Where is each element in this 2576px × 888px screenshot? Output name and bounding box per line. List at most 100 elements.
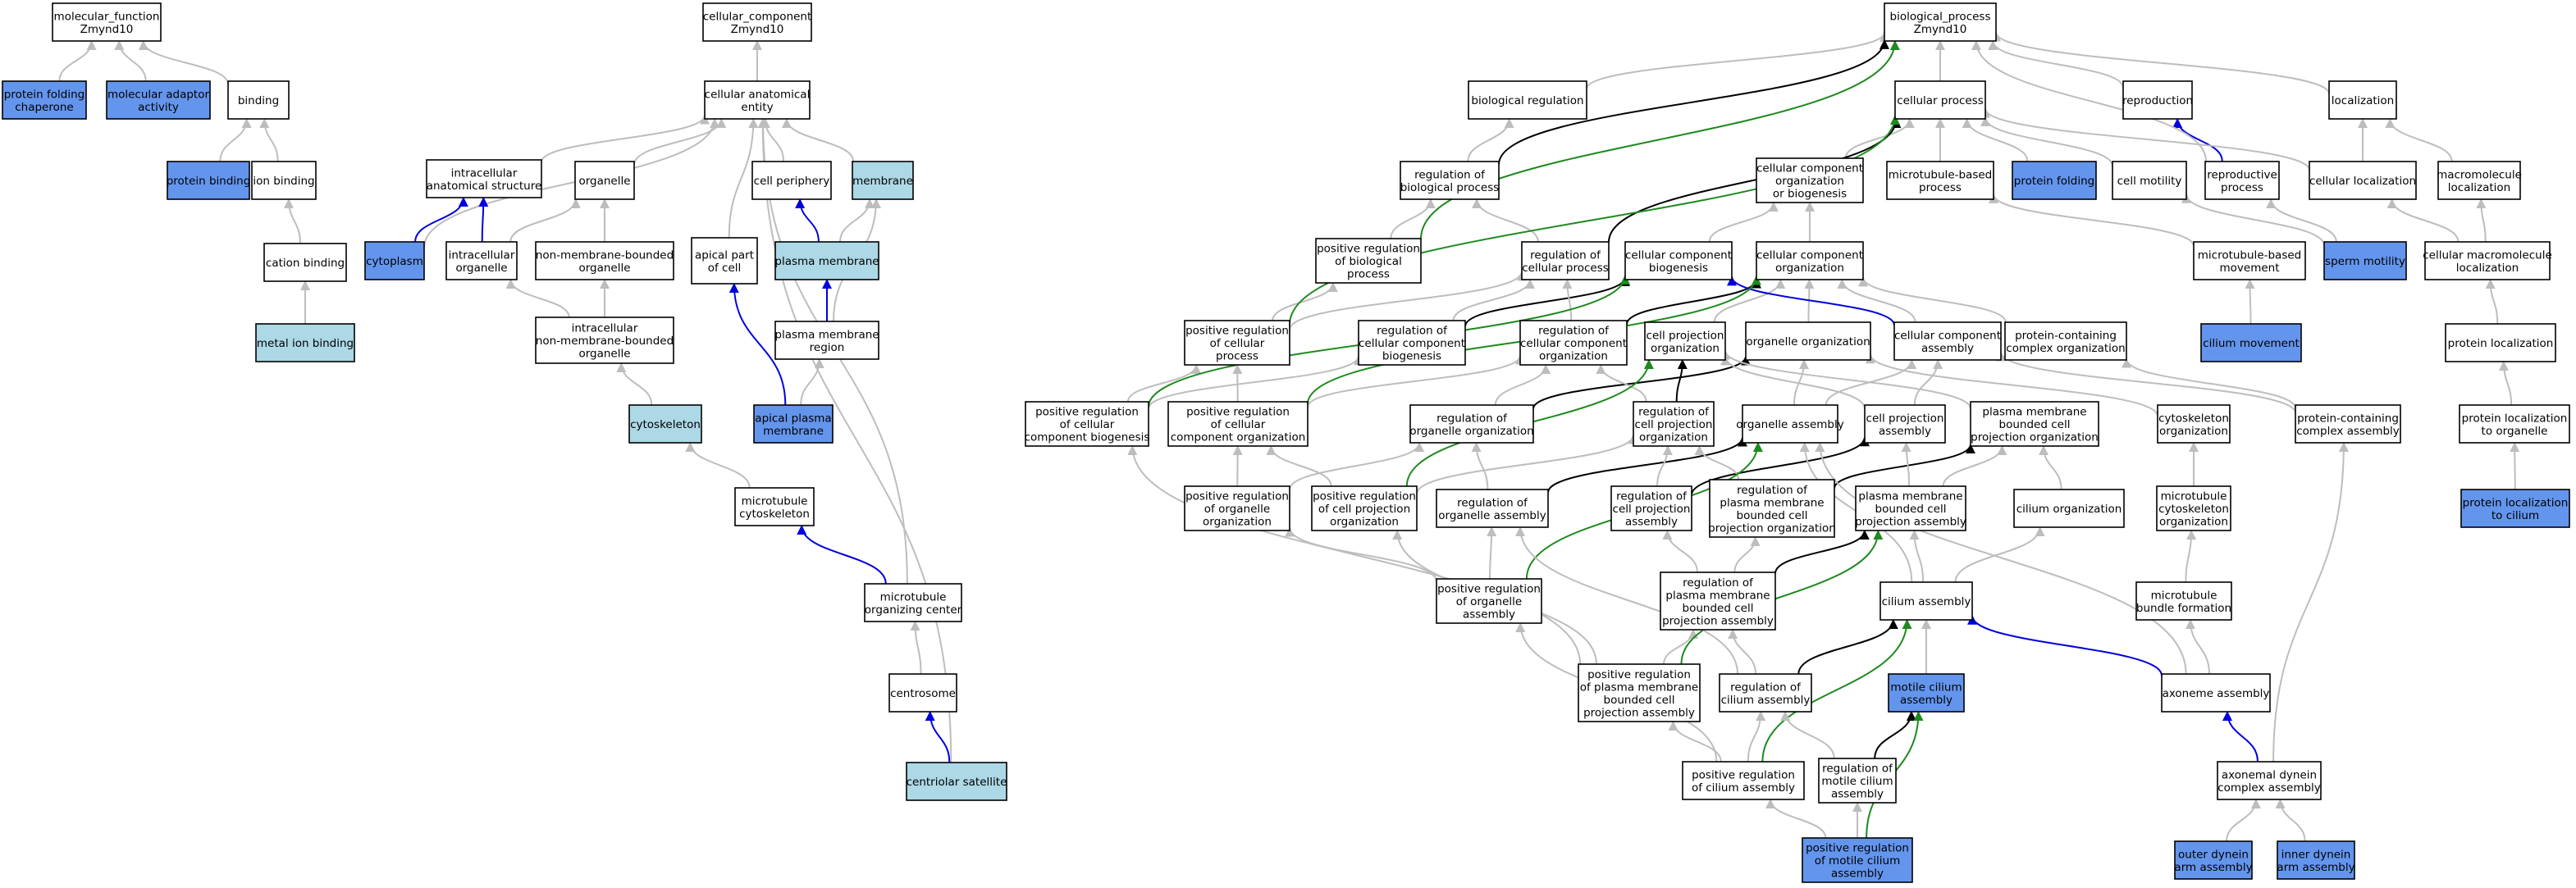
- term-node-intracellular-nmb-organelle[interactable]: intracellularnon-membrane-boundedorganel…: [535, 316, 674, 364]
- term-node-metal-ion-binding[interactable]: metal ion binding: [255, 323, 355, 362]
- term-node-cell-motility[interactable]: cell motility: [2112, 161, 2187, 200]
- term-node-centrosome[interactable]: centrosome: [888, 673, 957, 713]
- term-node-localization[interactable]: localization: [2328, 80, 2397, 120]
- edge-is-a: [1780, 711, 1835, 759]
- term-label-line: regulation of: [1530, 248, 1601, 262]
- term-node-cellular-process[interactable]: cellular process: [1894, 80, 1986, 120]
- term-node-protein-binding[interactable]: protein binding: [167, 161, 251, 200]
- term-label-line: cilium organization: [2016, 503, 2122, 516]
- term-node-membrane[interactable]: membrane: [852, 161, 914, 200]
- term-node-cilium-organization[interactable]: cilium organization: [2013, 489, 2125, 528]
- term-box: [1864, 404, 1946, 444]
- term-node-biological-regulation[interactable]: biological regulation: [1468, 80, 1587, 120]
- term-node-ion-binding[interactable]: ion binding: [251, 161, 317, 200]
- term-node-cellular-localization[interactable]: cellular localization: [2309, 161, 2417, 200]
- edge-is-a: [1733, 536, 1761, 573]
- term-node-reproduction[interactable]: reproduction: [2122, 80, 2193, 120]
- term-node-axoneme-assembly[interactable]: axoneme assembly: [2161, 673, 2271, 713]
- term-node-centriolar-satellite[interactable]: centriolar satellite: [906, 762, 1007, 801]
- term-box: [2460, 489, 2570, 528]
- term-node-sperm-motility[interactable]: sperm motility: [2323, 241, 2407, 280]
- term-node-cilium-assembly[interactable]: cilium assembly: [1879, 581, 1973, 621]
- term-node-cell-periphery[interactable]: cell periphery: [751, 161, 832, 200]
- term-node-organelle-assembly[interactable]: organelle assembly: [1736, 404, 1844, 444]
- edge-is-a: [1126, 364, 1202, 403]
- edge-is-a: [1858, 276, 2007, 323]
- term-label-line: regulation of: [1436, 412, 1508, 425]
- term-node-cytoplasm[interactable]: cytoplasm: [364, 241, 425, 280]
- term-node-cation-binding[interactable]: cation binding: [263, 243, 347, 282]
- term-node-protein-localization[interactable]: protein localization: [2445, 323, 2556, 362]
- term-node-plasma-membrane[interactable]: plasma membrane: [774, 241, 879, 280]
- term-node-organelle[interactable]: organelle: [574, 161, 635, 200]
- term-node-cytoskeleton[interactable]: cytoskeleton: [628, 404, 702, 444]
- term-node-binding[interactable]: binding: [227, 80, 290, 120]
- term-node-protein-folding[interactable]: protein folding: [2012, 161, 2097, 200]
- term-label-line: cytoskeleton: [630, 418, 701, 431]
- term-label-line: Zmynd10: [731, 23, 784, 36]
- term-node-cilium-movement[interactable]: cilium movement: [2200, 323, 2302, 362]
- term-node-organelle-organization[interactable]: organelle organization: [1745, 321, 1871, 361]
